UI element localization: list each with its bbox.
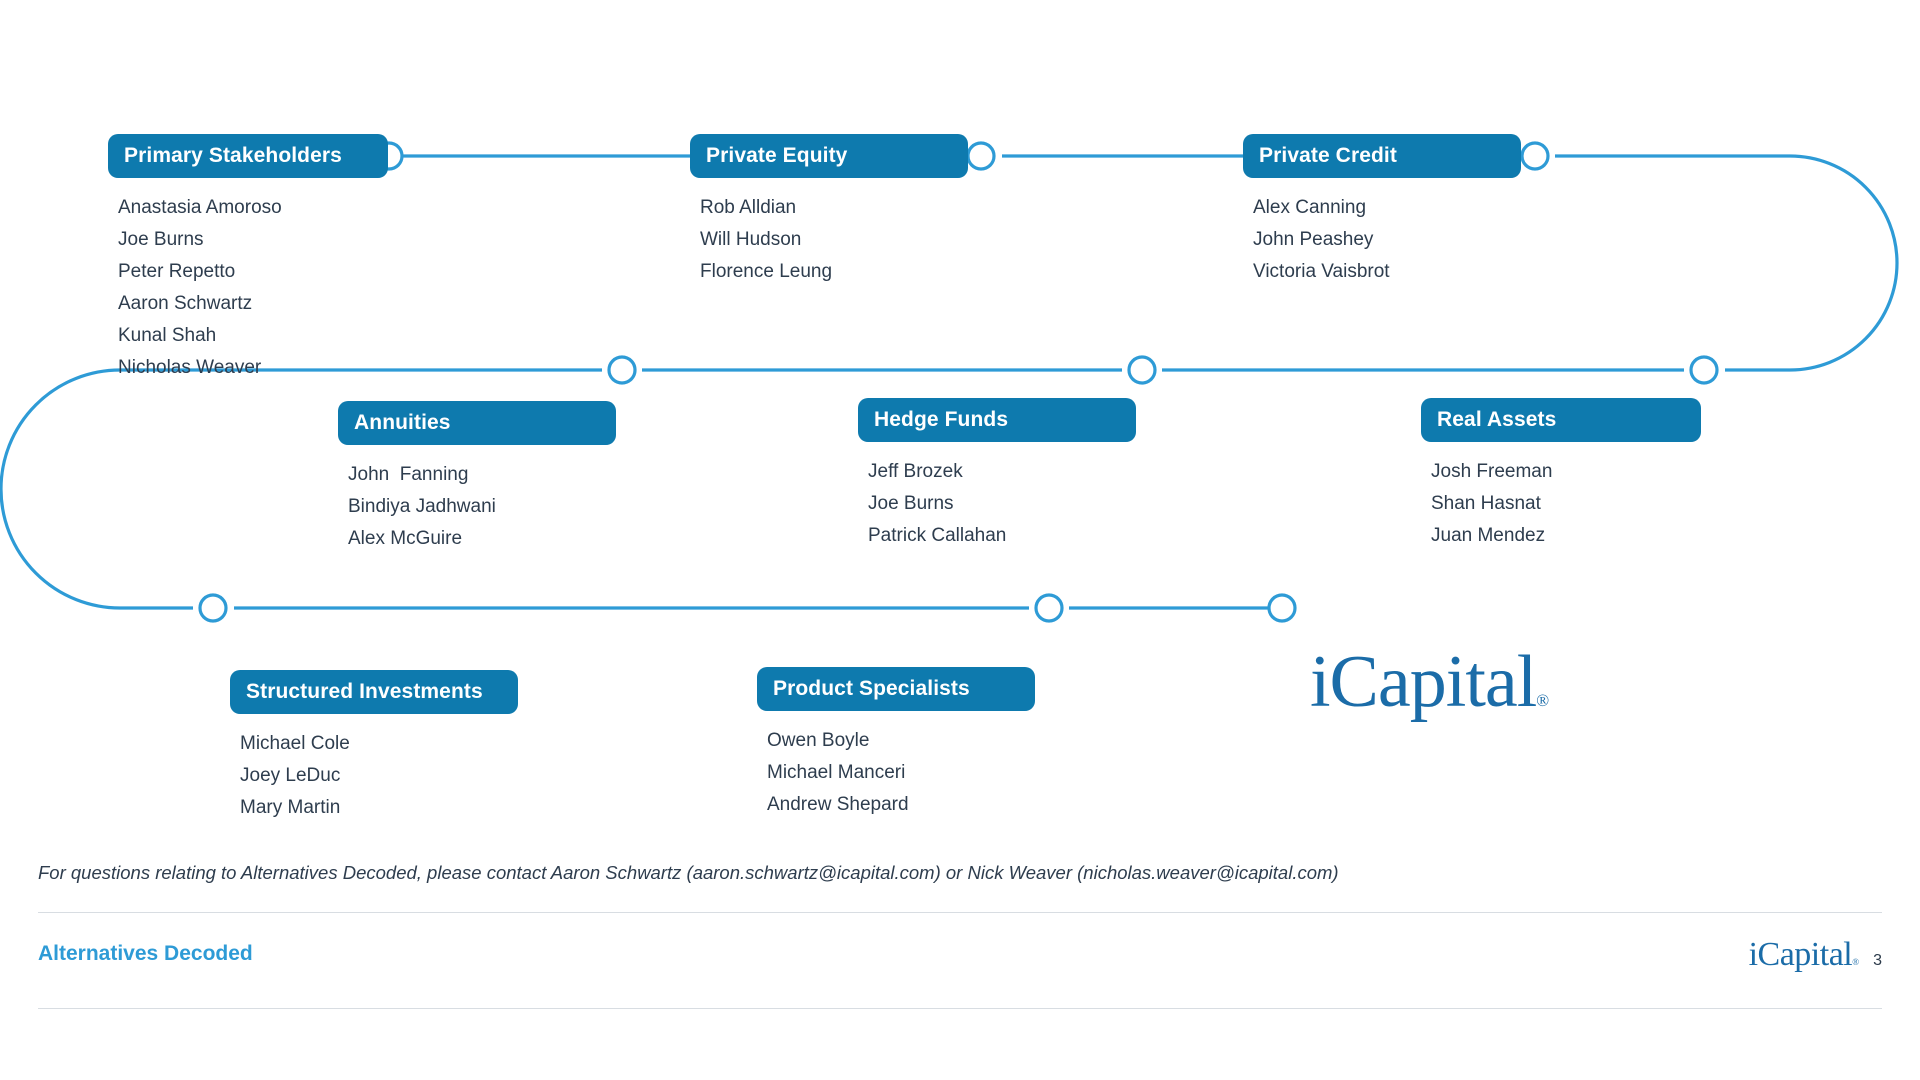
connector-dot-private-equity [966,141,996,171]
list-item: Rob Alldian [700,197,797,218]
list-item: Anastasia Amoroso [118,197,282,218]
list-item: Joey LeDuc [240,765,341,786]
node-private-credit[interactable]: Private Credit Alex Canning John Peashey… [1243,134,1521,288]
connector-dot-private-credit [1520,141,1550,171]
node-title: Primary Stakeholders [124,144,342,167]
icapital-logo-text: iCapital [1310,641,1537,723]
node-title: Private Equity [706,144,848,167]
member-list-annuities: John Fanning Bindiya Jadhwani Alex McGui… [338,459,616,555]
list-item: Juan Mendez [1431,525,1546,546]
footer-divider-top [38,912,1882,913]
list-item: Aaron Schwartz [118,293,253,314]
icapital-logo: iCapital® [1310,645,1549,719]
node-title: Private Credit [1259,144,1397,167]
contact-note: For questions relating to Alternatives D… [38,862,1339,883]
list-item: Mary Martin [240,797,341,818]
node-private-equity[interactable]: Private Equity Rob Alldian Will Hudson F… [690,134,968,288]
node-title: Structured Investments [246,680,483,703]
node-title: Annuities [354,411,451,434]
connector-dot-product-specialists [1034,593,1064,623]
list-item: Michael Manceri [767,762,906,783]
connector-dot-logo [1267,593,1297,623]
list-item: Shan Hasnat [1431,493,1541,514]
list-item: Nicholas Weaver [118,357,262,378]
page-number: 3 [1873,952,1882,969]
node-annuities[interactable]: Annuities John Fanning Bindiya Jadhwani … [338,401,616,555]
list-item: Florence Leung [700,261,833,282]
list-item: Bindiya Jadhwani [348,496,496,517]
list-item: Jeff Brozek [868,461,963,482]
node-header-structured-investments[interactable]: Structured Investments [230,670,518,714]
connector-uturn-right-top [1555,154,1899,372]
list-item: John Fanning [348,464,469,485]
list-item: Will Hudson [700,229,802,250]
list-item: Kunal Shah [118,325,217,346]
node-hedge-funds[interactable]: Hedge Funds Jeff Brozek Joe Burns Patric… [858,398,1136,552]
node-header-product-specialists[interactable]: Product Specialists [757,667,1035,711]
node-header-private-credit[interactable]: Private Credit [1243,134,1521,178]
list-item: Josh Freeman [1431,461,1553,482]
node-header-hedge-funds[interactable]: Hedge Funds [858,398,1136,442]
member-list-primary-stakeholders: Anastasia Amoroso Joe Burns Peter Repett… [108,192,388,384]
member-list-product-specialists: Owen Boyle Michael Manceri Andrew Shepar… [757,725,1035,821]
list-item: Michael Cole [240,733,350,754]
connector-dot-annuities [607,355,637,385]
footer-title: Alternatives Decoded [38,942,253,965]
node-real-assets[interactable]: Real Assets Josh Freeman Shan Hasnat Jua… [1421,398,1701,552]
node-title: Product Specialists [773,677,970,700]
list-item: Patrick Callahan [868,525,1007,546]
footer-divider-bottom [38,1008,1882,1009]
node-title: Hedge Funds [874,408,1009,431]
connector-dot-structured-investments [198,593,228,623]
node-header-annuities[interactable]: Annuities [338,401,616,445]
node-header-primary-stakeholders[interactable]: Primary Stakeholders [108,134,388,178]
list-item: Owen Boyle [767,730,870,751]
registered-trademark-icon: ® [1852,957,1860,967]
node-structured-investments[interactable]: Structured Investments Michael Cole Joey… [230,670,518,824]
list-item: Peter Repetto [118,261,236,282]
node-header-real-assets[interactable]: Real Assets [1421,398,1701,442]
list-item: Joe Burns [118,229,204,250]
member-list-structured-investments: Michael Cole Joey LeDuc Mary Martin [230,728,518,824]
list-item: Victoria Vaisbrot [1253,261,1390,282]
list-item: Alex McGuire [348,528,463,549]
member-list-real-assets: Josh Freeman Shan Hasnat Juan Mendez [1421,456,1701,552]
member-list-private-credit: Alex Canning John Peashey Victoria Vaisb… [1243,192,1521,288]
footer-icapital-logo-text: iCapital [1748,936,1853,973]
list-item: John Peashey [1253,229,1374,250]
member-list-hedge-funds: Jeff Brozek Joe Burns Patrick Callahan [858,456,1136,552]
footer-icapital-logo: iCapital® [1749,938,1860,972]
connector-dot-hedge-funds [1127,355,1157,385]
node-title: Real Assets [1437,408,1557,431]
registered-trademark-icon: ® [1536,691,1550,710]
node-primary-stakeholders[interactable]: Primary Stakeholders Anastasia Amoroso J… [108,134,388,384]
list-item: Andrew Shepard [767,794,909,815]
connector-dot-real-assets [1689,355,1719,385]
node-product-specialists[interactable]: Product Specialists Owen Boyle Michael M… [757,667,1035,821]
footer-brand: iCapital® 3 [1749,938,1882,972]
node-header-private-equity[interactable]: Private Equity [690,134,968,178]
list-item: Alex Canning [1253,197,1367,218]
list-item: Joe Burns [868,493,954,514]
member-list-private-equity: Rob Alldian Will Hudson Florence Leung [690,192,968,288]
